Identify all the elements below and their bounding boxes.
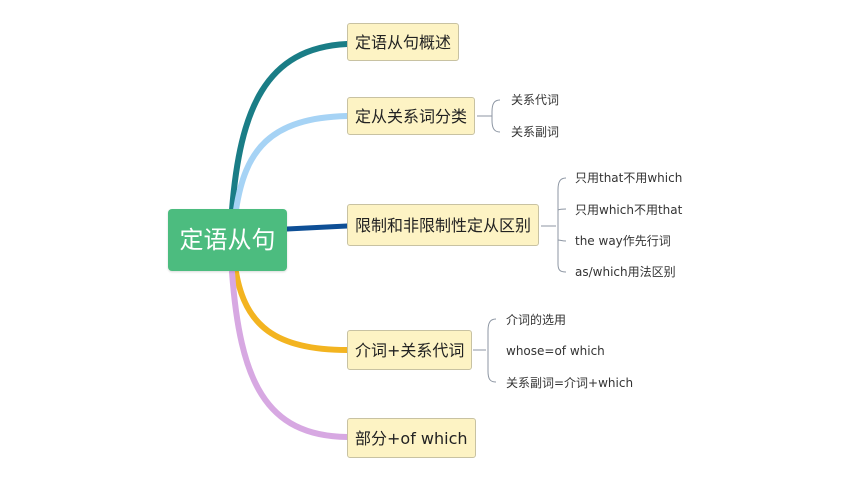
leaf-bracket-classification xyxy=(477,99,501,133)
leaf-node[interactable]: 关系副词=介词+which xyxy=(506,376,634,390)
branch-node-overview[interactable]: 定语从句概述 xyxy=(347,23,460,61)
branch-connector-partof xyxy=(229,269,350,440)
leaf-bracket-preposition xyxy=(473,318,497,383)
branch-node-restrictive[interactable]: 限制和非限制性定从区别 xyxy=(347,204,540,246)
leaf-node[interactable]: 只用that不用which xyxy=(575,171,683,185)
leaf-node[interactable]: 只用which不用that xyxy=(575,203,683,217)
branch-node-partof[interactable]: 部分+of which xyxy=(347,418,476,458)
branch-connector-classification xyxy=(233,113,350,213)
root-node[interactable]: 定语从句 xyxy=(168,209,287,271)
leaf-node[interactable]: as/which用法区别 xyxy=(575,265,676,279)
leaf-node[interactable]: 介词的选用 xyxy=(506,313,567,327)
branch-node-classification[interactable]: 定从关系词分类 xyxy=(347,97,476,135)
branch-node-preposition[interactable]: 介词+关系代词 xyxy=(347,330,473,370)
leaf-node[interactable]: whose=of which xyxy=(506,344,605,358)
leaf-bracket-restrictive xyxy=(541,177,567,273)
branch-connector-overview xyxy=(229,41,350,213)
branch-connector-preposition xyxy=(233,269,350,353)
leaf-node[interactable]: the way作先行词 xyxy=(575,234,671,248)
leaf-node[interactable]: 关系代词 xyxy=(511,93,560,107)
branch-connector-restrictive xyxy=(284,223,350,232)
leaf-node[interactable]: 关系副词 xyxy=(511,125,560,139)
